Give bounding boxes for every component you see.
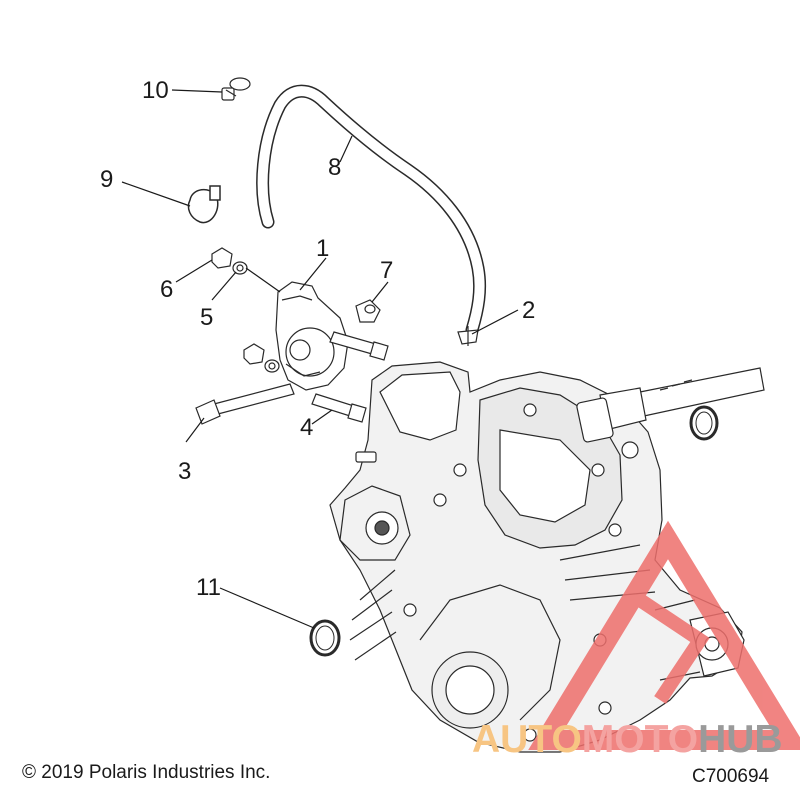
copyright-notice: © 2019 Polaris Industries Inc. (22, 762, 271, 783)
hose-clamp-9 (187, 185, 221, 224)
watermark-moto: MOTO (581, 718, 699, 761)
cover-bolt (329, 331, 389, 361)
pump-cover-1 (275, 281, 349, 391)
output-shaft (576, 367, 765, 443)
callout-2: 2 (522, 297, 536, 324)
leader-lines (121, 89, 519, 629)
washer-5 (232, 261, 248, 275)
nut-6 (211, 247, 233, 269)
hose-clamp-10 (221, 77, 251, 101)
callout-3: 3 (178, 458, 192, 485)
callout-9: 9 (100, 166, 114, 193)
callout-5: 5 (200, 304, 214, 331)
callout-10: 10 (142, 77, 169, 104)
drawing-number: C700694 (692, 766, 770, 787)
callout-1: 1 (316, 235, 330, 262)
callout-7: 7 (380, 257, 394, 284)
o-ring-11 (309, 619, 341, 657)
callout-4: 4 (300, 414, 314, 441)
grommet-7 (355, 299, 381, 323)
watermark-hub: HUB (698, 718, 783, 761)
nut-lower (243, 343, 280, 373)
watermark-wordmark: AUTOMOTOHUB (472, 718, 783, 762)
callout-8: 8 (328, 154, 342, 181)
bolt-3 (195, 383, 295, 425)
watermark-auto: AUTO (472, 718, 582, 761)
watermark-logo (528, 520, 800, 750)
shaft-o-ring (689, 405, 719, 441)
callout-6: 6 (160, 276, 174, 303)
bolt-4 (311, 393, 367, 423)
callout-11: 11 (196, 574, 221, 601)
